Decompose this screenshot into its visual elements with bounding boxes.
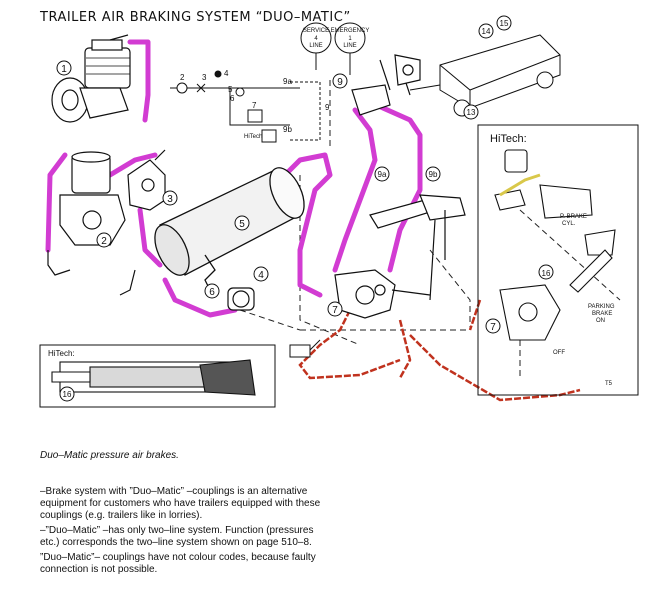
emergency-sign-line: LINE — [343, 43, 356, 49]
air-line-regulator-to-tank — [137, 207, 163, 268]
callout-15: 15 — [500, 19, 509, 28]
air-dryer — [47, 151, 126, 276]
description-text: –Brake system with ”Duo–Matic” –coupling… — [40, 486, 330, 579]
callout-14: 14 — [482, 27, 491, 36]
hitech-right-parts — [494, 149, 616, 341]
air-line-compressor-to-valve — [45, 152, 68, 253]
schematic-label-6: 6 — [230, 94, 235, 103]
paragraph-colour-codes: ”Duo–Matic”– couplings have not colour c… — [40, 552, 316, 575]
air-line-compressor-out — [127, 39, 151, 123]
schematic-label-3: 3 — [202, 73, 207, 82]
callout-4: 4 — [258, 270, 264, 281]
p-brake-label-1: P. BRAKE — [560, 214, 587, 220]
schematic-label-7: 7 — [252, 101, 257, 110]
callout-9a: 9a — [378, 170, 387, 179]
hitech-box-left — [39, 344, 276, 408]
callout-7-right: 7 — [490, 322, 496, 333]
compressor — [51, 34, 131, 123]
callout-6: 6 — [209, 287, 215, 298]
hitech-right-title: HiTech: — [490, 133, 527, 145]
coupling-heads — [351, 54, 421, 116]
service-line-sign — [300, 22, 332, 70]
callout-13: 13 — [467, 108, 476, 117]
parking-brake-label-2: BRAKE — [592, 311, 612, 317]
callout-1: 1 — [61, 64, 67, 75]
trailer-sketch — [409, 34, 561, 117]
callout-3: 3 — [167, 194, 173, 205]
schematic-label-2: 2 — [180, 73, 185, 82]
schematic-label-9: 9 — [325, 103, 330, 112]
schematic — [170, 70, 321, 143]
hitech-right-yellow-line — [499, 173, 541, 197]
emergency-sign-number: 1 — [348, 36, 352, 42]
service-sign-number: 4 — [314, 36, 318, 42]
air-lines — [45, 39, 523, 318]
brake-valve-left — [334, 269, 431, 319]
hitech-left-title: HiTech: — [48, 349, 75, 358]
callout-16-right: 16 — [542, 269, 551, 278]
schematic-label-5: 5 — [228, 85, 233, 94]
air-line-tank-to-coupling — [277, 152, 333, 298]
schematic-label-9a: 9a — [283, 77, 292, 86]
air-line-9a — [332, 107, 378, 273]
hitech-left-cylinder — [51, 359, 256, 396]
hitech-box-right — [477, 124, 639, 396]
parking-switch — [289, 339, 321, 358]
figure-caption: Duo–Matic pressure air brakes. — [40, 450, 179, 461]
callout-16-left: 16 — [63, 390, 72, 399]
schematic-hitech-label: HiTech — [244, 134, 262, 140]
paragraph-two-line: –”Duo–Matic” –has only two–line system. … — [40, 525, 314, 548]
air-line-9b — [362, 97, 423, 273]
page-title: TRAILER AIR BRAKING SYSTEM “DUO–MATIC” — [40, 10, 351, 25]
paragraph-brake-system: –Brake system with ”Duo–Matic” –coupling… — [40, 486, 321, 521]
schematic-label-4: 4 — [224, 69, 229, 78]
callout-9: 9 — [337, 77, 343, 88]
off-label: OFF — [553, 350, 565, 356]
schematic-label-9b: 9b — [283, 125, 292, 134]
callout-5: 5 — [239, 219, 245, 230]
callout-7-left: 7 — [332, 305, 338, 316]
braking-system-diagram: SERVICE 4 LINE EMERGENCY 1 LINE — [39, 15, 639, 408]
callout-circles — [56, 15, 554, 402]
callout-9b: 9b — [429, 170, 438, 179]
air-tank — [154, 167, 305, 291]
hand-brake-lever — [369, 194, 466, 301]
parking-brake-label-1: PARKING — [588, 304, 615, 310]
pressure-gauge — [227, 287, 255, 311]
parking-brake-label-3: ON — [596, 318, 605, 324]
emergency-sign-text: EMERGENCY — [331, 28, 370, 34]
service-sign-text: SERVICE — [303, 28, 329, 34]
callout-2: 2 — [101, 236, 107, 247]
air-line-valve-to-dryer — [107, 152, 158, 178]
service-sign-line: LINE — [309, 43, 322, 49]
t5-label: T5 — [605, 381, 613, 387]
air-line-tank-to-gauge — [162, 277, 238, 318]
emergency-line-sign — [334, 22, 366, 75]
p-brake-label-2: CYL. — [562, 221, 576, 227]
